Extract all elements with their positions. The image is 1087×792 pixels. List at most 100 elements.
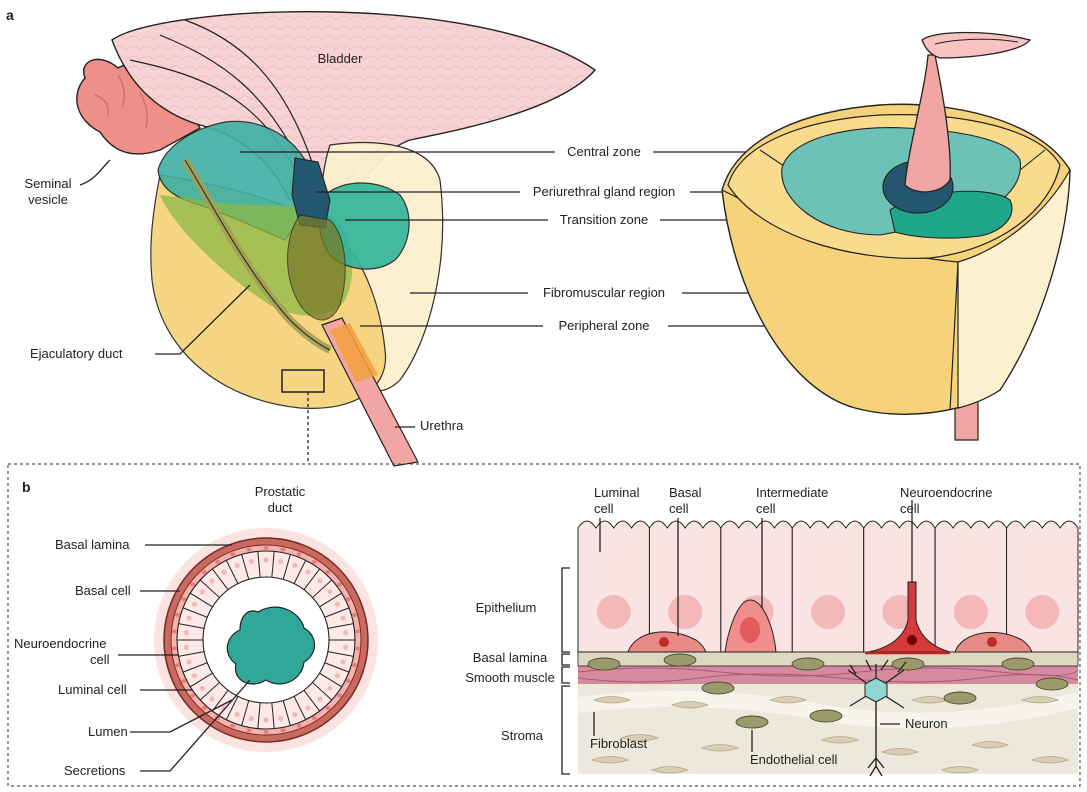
basal-cell-dot [337,693,342,697]
luminal-nucleus [263,717,268,722]
tissue-smooth-muscle-label: Smooth muscle [465,670,555,685]
tissue-luminal-label-line2: cell [594,501,614,516]
luminal-nucleus [210,697,215,702]
basal-cell-dot [247,548,252,552]
seminal-vesicle-label-line1: Seminal [25,176,72,191]
luminal-nucleus [340,659,345,664]
basal-cell-dot [181,679,186,683]
luminal-nucleus [184,645,189,650]
luminal-nucleus [317,578,322,583]
luminal-nucleus [278,559,283,564]
basal-cell-dot [352,613,357,617]
tissue-basal-label-line2: cell [669,501,689,516]
duct-secretions-label: Secretions [64,763,126,778]
basal-cell-dot [230,552,235,556]
basal-cell-dot [355,630,360,634]
panel-b: b Prostatic duct Basal lamina Basal cell… [8,464,1080,786]
luminal-nucleus [235,563,240,568]
basal-cell-dot [181,597,186,601]
basal-cell-dot [175,663,180,667]
basal-cell-dot [190,583,195,587]
epithelium-tissue-section [578,500,1078,776]
luminal-nucleus [335,673,340,678]
basal-cell-dot [172,646,177,650]
endothelial-cell [1036,678,1068,690]
endothelial-cell [664,654,696,666]
luminal-nucleus [210,578,215,583]
basal-cell-dot [247,728,252,732]
duct-basal-cell-label: Basal cell [75,583,131,598]
duct-neuroendocrine-label-line2: cell [90,652,110,667]
luminal-nucleus [221,569,226,574]
prostate-sagittal-view [77,12,595,466]
duct-lumen-label: Lumen [88,724,128,739]
tissue-neuron-label: Neuron [905,716,948,731]
endothelial-cell [892,658,924,670]
panel-a: a [6,7,1070,466]
basal-cell-dot [202,706,207,710]
luminal-nucleus [343,645,348,650]
luminal-nucleus [235,712,240,717]
prostatic-duct-cross-section [154,528,378,752]
epithelial-cells [578,521,1078,652]
tissue-fibroblast-label: Fibroblast [590,736,647,751]
basal-cell-dot [297,552,302,556]
luminal-nucleus [343,630,348,635]
basal-cell-dot [297,724,302,728]
basal-cell-dot [202,570,207,574]
duct-neuroendocrine-label-line1: Neuroendocrine [14,636,107,651]
peripheral-zone-label: Peripheral zone [558,318,649,333]
seminal-vesicle-label-line2: vesicle [28,192,68,207]
luminal-cell-nucleus [668,595,702,629]
luminal-nucleus [317,697,322,702]
tissue-luminal-label-line1: Luminal [594,485,640,500]
tissue-endothelial-label: Endothelial cell [750,752,838,767]
endothelial-cell [944,692,976,704]
duct-luminal-cell-label: Luminal cell [58,682,127,697]
endothelial-cell [792,658,824,670]
basal-cell-dot [264,546,269,550]
luminal-nucleus [292,712,297,717]
luminal-epithelial-cell [578,521,649,652]
luminal-cell-nucleus [597,595,631,629]
luminal-cell-nucleus [954,595,988,629]
luminal-nucleus [200,589,205,594]
urethra-label: Urethra [420,418,464,433]
tissue-neuroendocrine-label-line1: Neuroendocrine [900,485,993,500]
basal-cell-dot [215,560,220,564]
duct-title-line1: Prostatic [255,484,306,499]
tissue-intermediate-label-line1: Intermediate [756,485,828,500]
luminal-nucleus [192,602,197,607]
luminal-epithelial-cell [864,521,935,652]
luminal-nucleus [278,716,283,721]
basal-cell-dot [346,679,351,683]
basal-cell-dot [337,583,342,587]
luminal-nucleus [340,616,345,621]
basal-cell-dot [264,730,269,734]
luminal-cell-nucleus [1025,595,1059,629]
luminal-epithelial-cell [1007,521,1078,652]
luminal-epithelial-cell [792,521,863,652]
basal-cell-dot [280,728,285,732]
endothelial-cell [588,658,620,670]
basal-cell-dot [175,613,180,617]
endothelial-cell [810,710,842,722]
luminal-nucleus [249,559,254,564]
basal-cell-dot [312,716,317,720]
duct-title-line2: duct [268,500,293,515]
prostate-cross-section-3d [722,33,1070,441]
luminal-nucleus [184,630,189,635]
transition-zone-label: Transition zone [560,212,648,227]
tissue-intermediate-label-line2: cell [756,501,776,516]
luminal-nucleus [327,589,332,594]
duct-basal-lamina-label: Basal lamina [55,537,130,552]
luminal-nucleus [335,602,340,607]
central-zone-label: Central zone [567,144,641,159]
fibromuscular-label: Fibromuscular region [543,285,665,300]
luminal-nucleus [200,686,205,691]
tissue-basal-label-line1: Basal [669,485,702,500]
tissue-neuroendocrine-label-line2: cell [900,501,920,516]
periurethral-label: Periurethral gland region [533,184,675,199]
endothelial-cell [1002,658,1034,670]
